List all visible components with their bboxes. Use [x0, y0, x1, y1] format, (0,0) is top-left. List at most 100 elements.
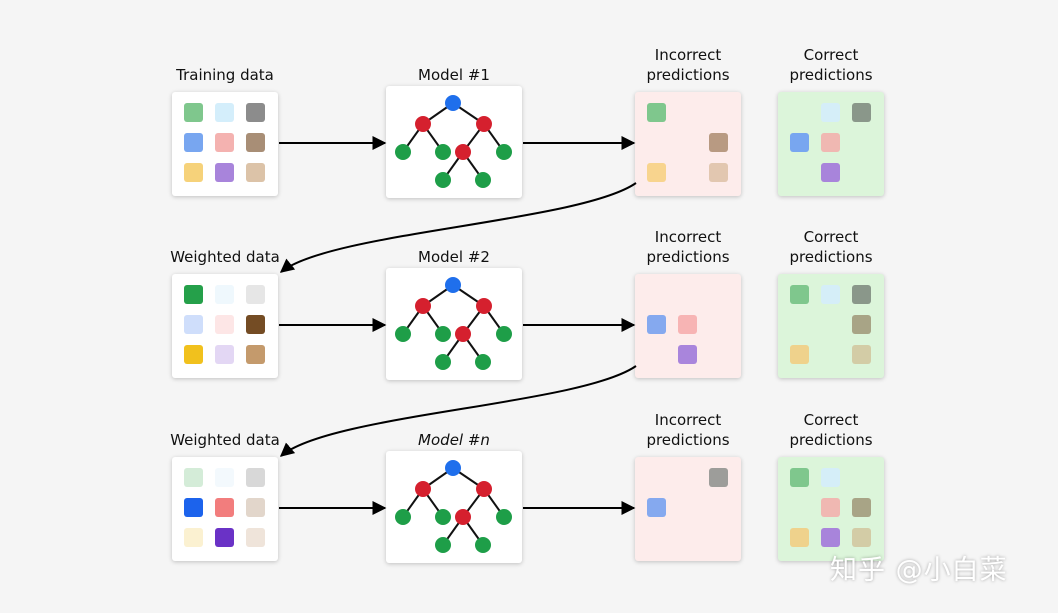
tree-leaf-node	[395, 144, 411, 160]
tree-leaf-node	[435, 354, 451, 370]
data-label: Weighted data	[170, 431, 280, 449]
correct-square	[821, 103, 840, 122]
tree-split-node	[455, 144, 471, 160]
data-square	[246, 315, 265, 334]
incorrect-label: Incorrect	[654, 411, 722, 429]
correct-square	[821, 528, 840, 547]
data-square	[215, 315, 234, 334]
tree-split-node	[476, 481, 492, 497]
correct-square	[790, 133, 809, 152]
incorrect-square	[678, 345, 697, 364]
model-label: Model #2	[418, 248, 490, 266]
data-square	[184, 103, 203, 122]
watermark: 知乎 @小白菜	[830, 555, 1008, 586]
data-card	[172, 274, 278, 378]
incorrect-square	[647, 163, 666, 182]
correct-square	[790, 528, 809, 547]
tree-leaf-node	[496, 326, 512, 342]
decision-tree-icon	[395, 95, 512, 188]
tree-leaf-node	[435, 172, 451, 188]
correct-square	[852, 345, 871, 364]
tree-leaf-node	[496, 509, 512, 525]
tree-leaf-node	[475, 354, 491, 370]
tree-leaf-node	[395, 509, 411, 525]
correct-square	[821, 468, 840, 487]
tree-leaf-node	[435, 326, 451, 342]
correct-label: predictions	[789, 248, 873, 266]
reweight-arrow	[279, 182, 637, 273]
decision-tree-icon	[395, 460, 512, 553]
correct-predictions-card	[778, 92, 884, 196]
data-square	[215, 103, 234, 122]
tree-leaf-node	[475, 537, 491, 553]
correct-label: Correct	[803, 228, 859, 246]
data-square	[246, 498, 265, 517]
correct-square	[821, 133, 840, 152]
correct-square	[852, 528, 871, 547]
data-square	[246, 345, 265, 364]
data-square	[215, 468, 234, 487]
data-square	[184, 163, 203, 182]
incorrect-square	[678, 315, 697, 334]
incorrect-square	[647, 315, 666, 334]
incorrect-label: Incorrect	[654, 228, 722, 246]
correct-square	[852, 285, 871, 304]
tree-leaf-node	[435, 537, 451, 553]
incorrect-square	[709, 468, 728, 487]
data-square	[215, 498, 234, 517]
incorrect-predictions-card	[635, 274, 741, 378]
incorrect-square	[709, 133, 728, 152]
data-square	[215, 133, 234, 152]
tree-leaf-node	[496, 144, 512, 160]
tree-split-node	[415, 298, 431, 314]
decision-tree-icon	[395, 277, 512, 370]
data-square	[246, 528, 265, 547]
tree-split-node	[455, 326, 471, 342]
correct-label: predictions	[789, 66, 873, 84]
data-square	[184, 315, 203, 334]
incorrect-predictions-card	[635, 457, 741, 561]
tree-split-node	[476, 298, 492, 314]
data-card	[172, 457, 278, 561]
tree-split-node	[415, 481, 431, 497]
incorrect-square	[647, 498, 666, 517]
incorrect-label: predictions	[646, 66, 730, 84]
correct-square	[821, 498, 840, 517]
incorrect-square	[709, 163, 728, 182]
data-square	[184, 133, 203, 152]
tree-split-node	[455, 509, 471, 525]
model-card	[386, 86, 522, 198]
correct-square	[821, 285, 840, 304]
data-square	[246, 468, 265, 487]
data-square	[246, 163, 265, 182]
correct-square	[790, 468, 809, 487]
data-square	[184, 468, 203, 487]
data-square	[246, 133, 265, 152]
data-square	[184, 345, 203, 364]
data-card	[172, 92, 278, 196]
correct-label: predictions	[789, 431, 873, 449]
correct-square	[852, 103, 871, 122]
data-square	[215, 285, 234, 304]
data-square	[246, 285, 265, 304]
incorrect-label: Incorrect	[654, 46, 722, 64]
data-label: Weighted data	[170, 248, 280, 266]
correct-square	[790, 345, 809, 364]
data-square	[215, 163, 234, 182]
correct-square	[852, 315, 871, 334]
tree-leaf-node	[435, 144, 451, 160]
data-square	[246, 103, 265, 122]
tree-leaf-node	[475, 172, 491, 188]
correct-predictions-card	[778, 457, 884, 561]
data-square	[184, 528, 203, 547]
data-label: Training data	[176, 66, 274, 84]
model-label: Model #n	[418, 431, 490, 449]
correct-label: Correct	[803, 411, 859, 429]
correct-predictions-card	[778, 274, 884, 378]
model-card	[386, 268, 522, 380]
model-label: Model #1	[418, 66, 490, 84]
reweight-arrow	[279, 365, 637, 457]
tree-root-node	[445, 460, 461, 476]
tree-root-node	[445, 277, 461, 293]
